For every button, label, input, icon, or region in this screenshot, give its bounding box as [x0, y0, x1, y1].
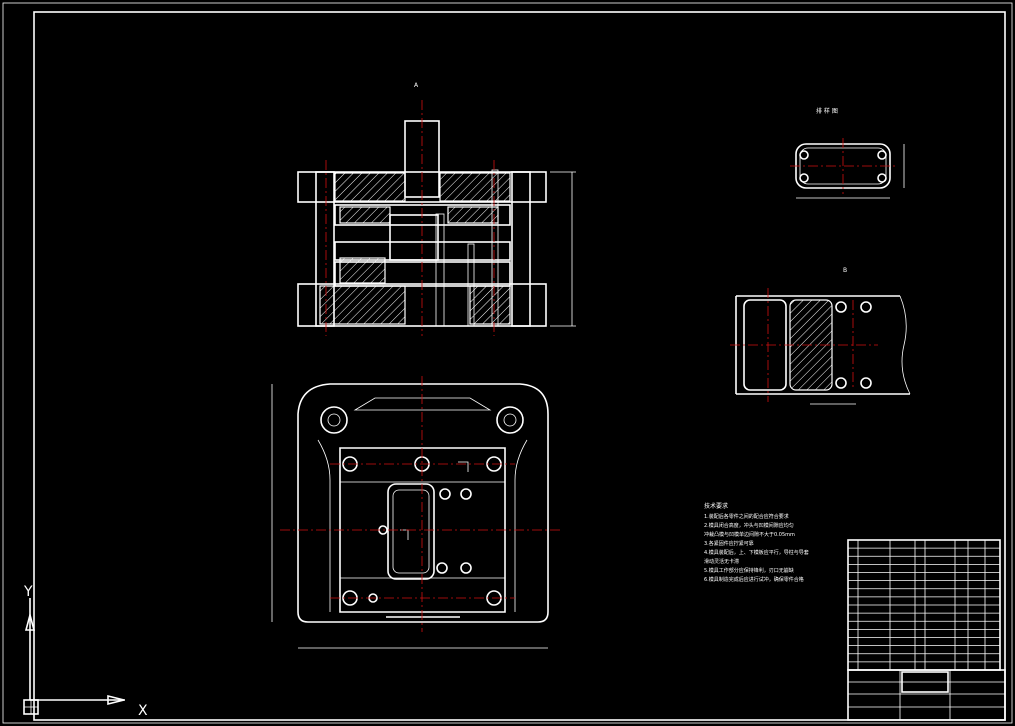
note-line-2: 2.模具闭合高度，冲头与凹模间隙应均匀	[704, 522, 794, 529]
note-line-4: 3.各紧固件应拧紧可靠	[704, 540, 754, 547]
note-line-5: 4.模具装配后，上、下模板应平行，导柱与导套	[704, 549, 809, 556]
guide-hole-right	[496, 406, 524, 434]
parts-list-table	[847, 539, 1001, 671]
section-label-top: A	[414, 82, 419, 89]
note-line-7: 5.模具工作部分应保持锋利，刃口无崩缺	[704, 567, 794, 574]
front-section-view	[297, 100, 576, 336]
note-line-6: 滑动灵活无卡滞	[704, 558, 739, 565]
y-axis-label: Y	[23, 584, 33, 600]
note-line-3: 冲裁凸模与凹模单边间隙不大于0.05mm	[704, 531, 795, 538]
title-block	[847, 669, 1006, 721]
strip-layout-view	[730, 288, 911, 405]
note-line-1: 1.装配后各零件之间的配合应符合要求	[704, 513, 789, 520]
part-view	[790, 138, 905, 199]
section-label-side: B	[843, 267, 847, 274]
guide-hole-left	[320, 406, 348, 434]
note-line-8: 6.模具制造完成后应进行试冲，确保零件合格	[704, 576, 804, 583]
die-opening	[387, 483, 435, 580]
side-view-title: 排 样 图	[816, 107, 838, 115]
ucs-icon: Y X	[23, 584, 148, 719]
plan-view	[271, 376, 560, 649]
notes-title: 技术要求	[704, 502, 728, 510]
technical-notes: 技术要求 1.装配后各零件之间的配合应符合要求 2.模具闭合高度，冲头与凹模间隙…	[704, 502, 809, 583]
x-axis-label: X	[138, 703, 148, 719]
inner-frame	[33, 11, 1006, 721]
